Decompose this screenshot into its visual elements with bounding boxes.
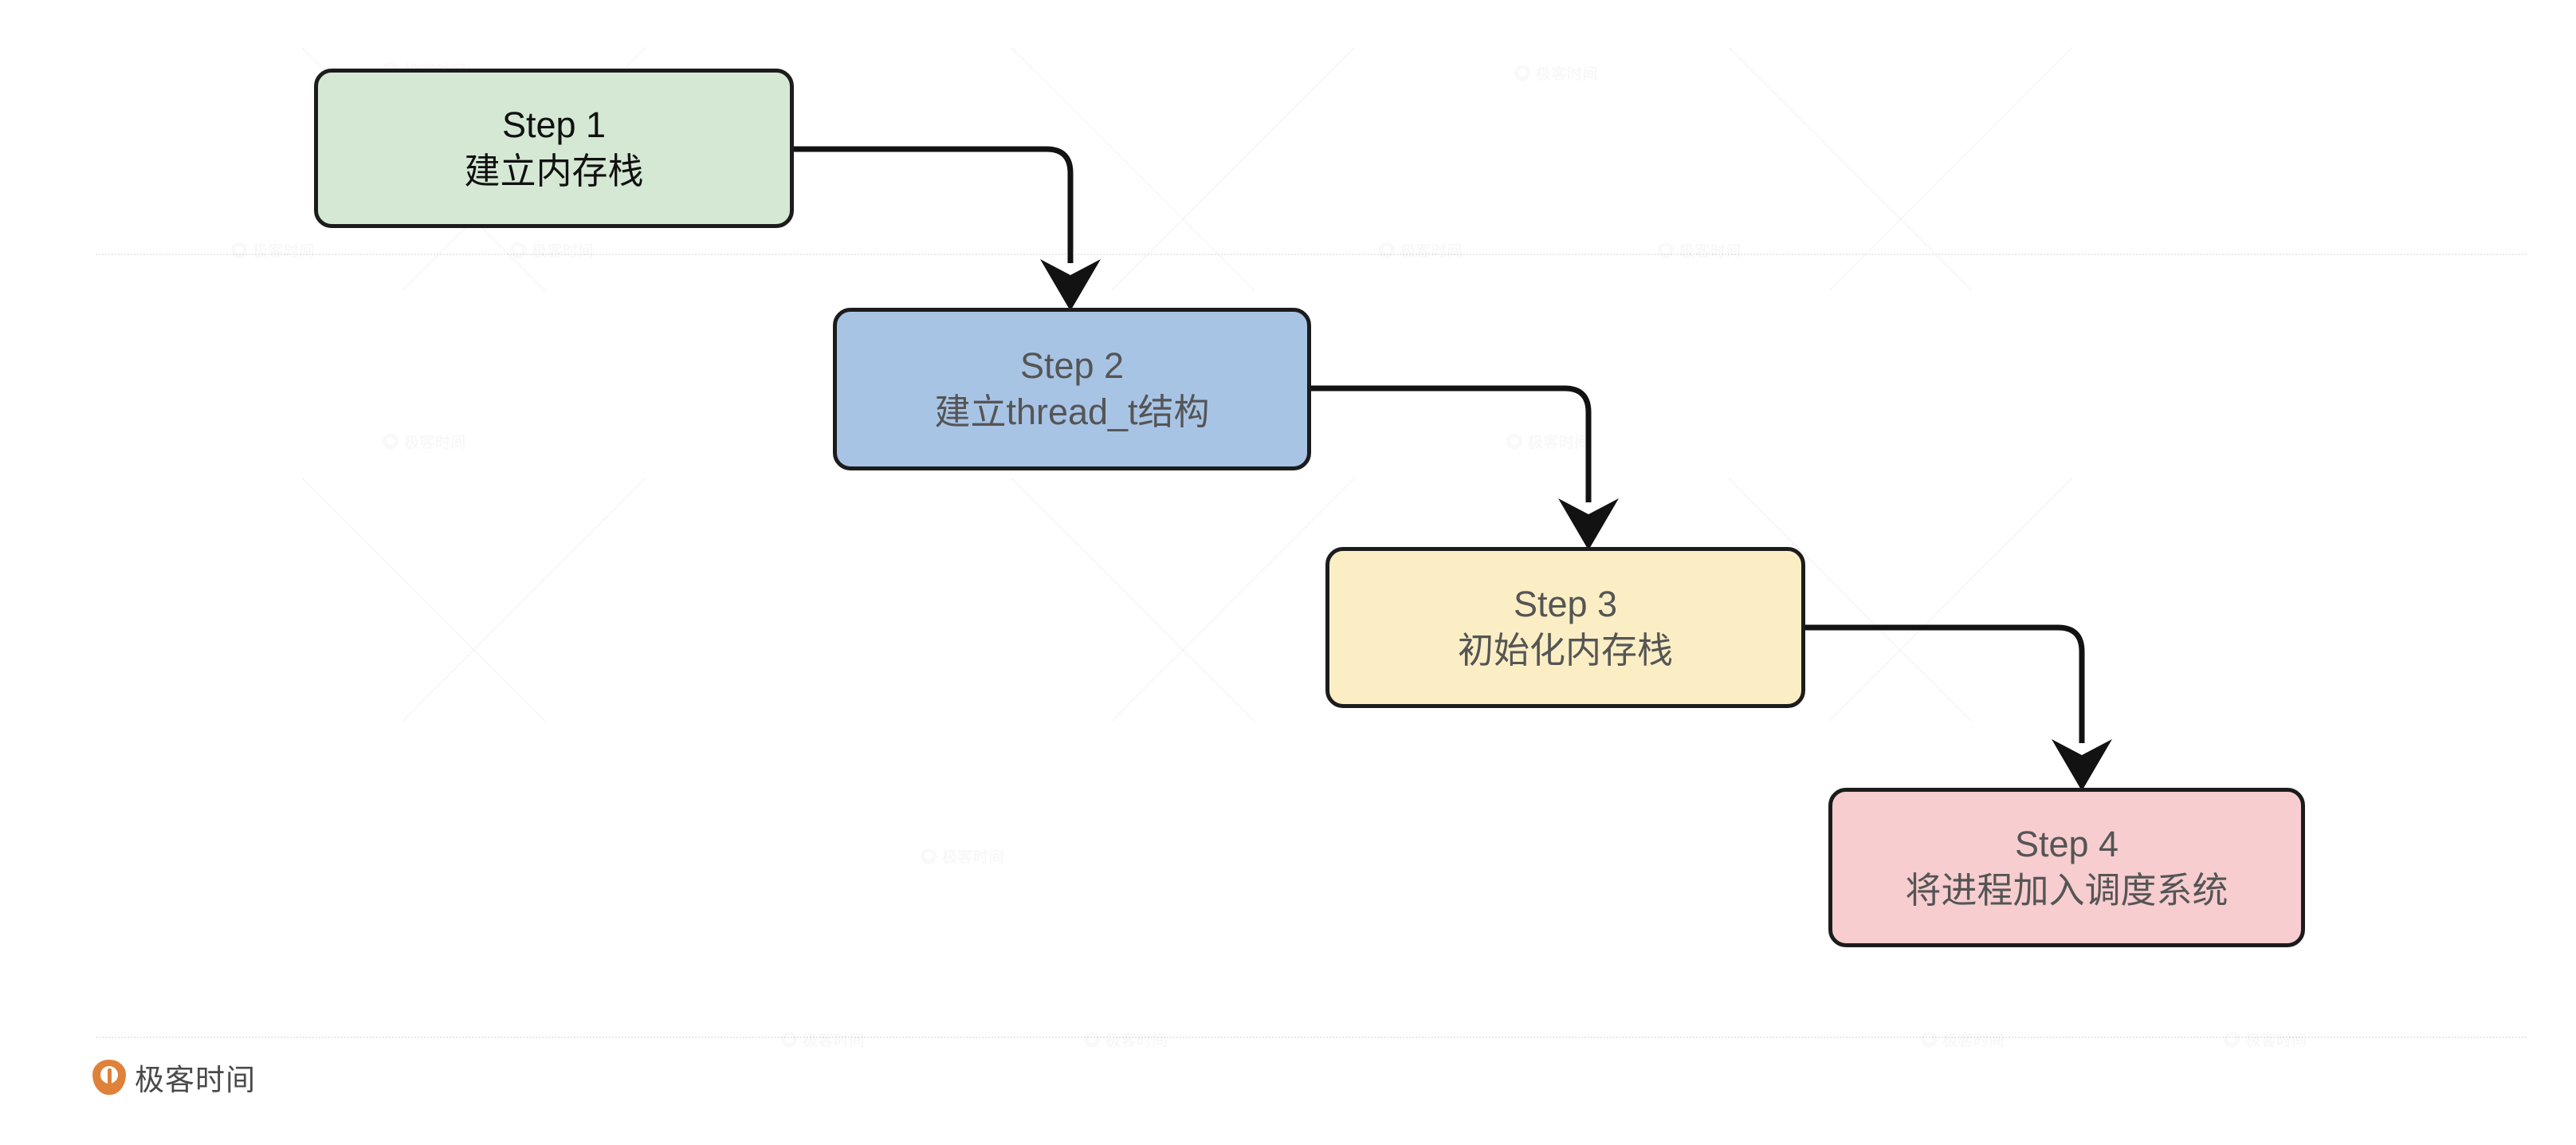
node-step3-desc: 初始化内存栈: [1457, 630, 1673, 671]
node-step3-title: Step 3: [1513, 584, 1618, 625]
node-step2-title: Step 2: [1019, 345, 1125, 387]
arrowhead-step3-step4: [2052, 739, 2112, 791]
edge-step1-step2: [794, 146, 1074, 263]
node-step3[interactable]: Step 3 初始化内存栈: [1325, 547, 1805, 708]
node-step1-desc: 建立内存栈: [464, 151, 644, 191]
node-step4[interactable]: Step 4 将进程加入调度系统: [1828, 788, 2305, 947]
edge-step3-step4: [1805, 624, 2085, 743]
edge-step2-step3: [1311, 385, 1592, 502]
footer-brand-logo: 极客时间: [92, 1056, 256, 1099]
node-step4-desc: 将进程加入调度系统: [1905, 870, 2228, 911]
node-step2[interactable]: Step 2 建立thread_t结构: [833, 308, 1311, 470]
node-step2-desc: 建立thread_t结构: [934, 392, 1210, 432]
node-step1-title: Step 1: [501, 104, 607, 146]
footer-brand-text: 极客时间: [135, 1064, 256, 1096]
node-step1[interactable]: Step 1 建立内存栈: [314, 69, 794, 228]
geekbang-drop-icon: [92, 1060, 126, 1095]
arrowhead-step1-step2: [1040, 259, 1101, 311]
arrowhead-step2-step3: [1558, 498, 1619, 550]
node-step4-title: Step 4: [2014, 824, 2119, 865]
